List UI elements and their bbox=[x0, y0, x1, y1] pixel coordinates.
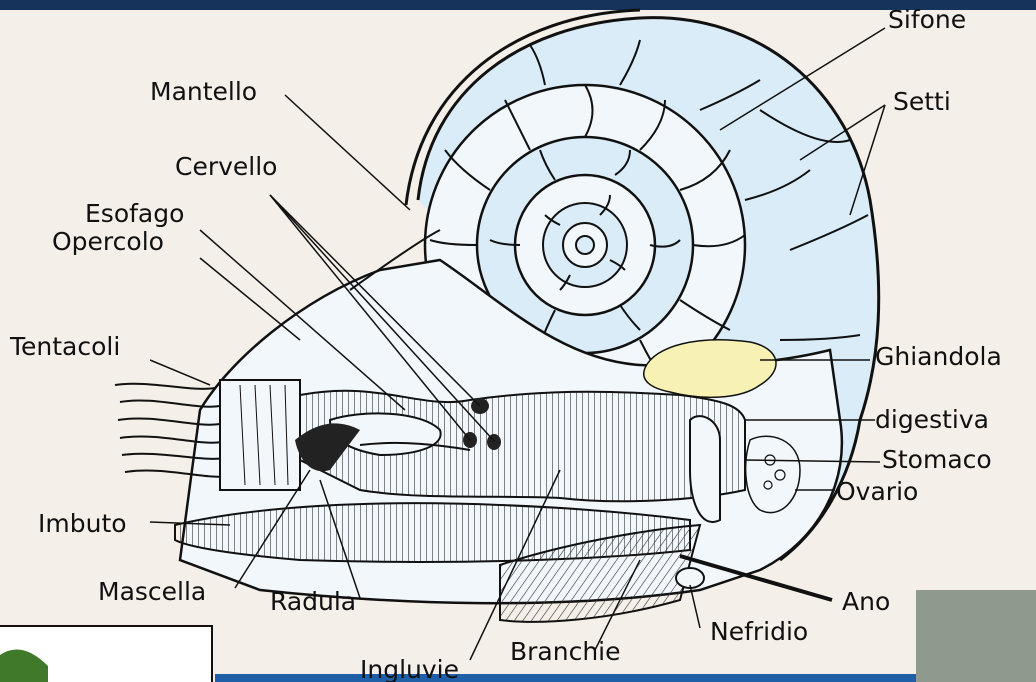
label-ano: Ano bbox=[842, 587, 890, 616]
label-ovario: Ovario bbox=[836, 477, 918, 506]
label-tentacoli: Tentacoli bbox=[9, 332, 120, 361]
bottom-right-photo bbox=[916, 590, 1036, 682]
label-setti: Setti bbox=[893, 87, 951, 116]
label-sifone: Sifone bbox=[888, 5, 966, 34]
label-imbuto: Imbuto bbox=[38, 509, 127, 538]
bottom-banner bbox=[215, 674, 920, 682]
label-branchie: Branchie bbox=[510, 637, 621, 666]
label-ghiandola: Ghiandola bbox=[875, 342, 1002, 371]
label-nefridio: Nefridio bbox=[710, 617, 808, 646]
label-mantello: Mantello bbox=[150, 77, 257, 106]
label-ingluvie: Ingluvie bbox=[360, 655, 459, 682]
label-opercolo: Opercolo bbox=[52, 227, 164, 256]
label-digestiva: digestiva bbox=[875, 405, 989, 434]
label-radula: Radula bbox=[270, 587, 356, 616]
label-stomaco: Stomaco bbox=[882, 445, 992, 474]
label-mascella: Mascella bbox=[98, 577, 206, 606]
label-esofago: Esofago bbox=[85, 199, 184, 228]
top-bar bbox=[0, 0, 1036, 10]
label-cervello: Cervello bbox=[175, 152, 277, 181]
